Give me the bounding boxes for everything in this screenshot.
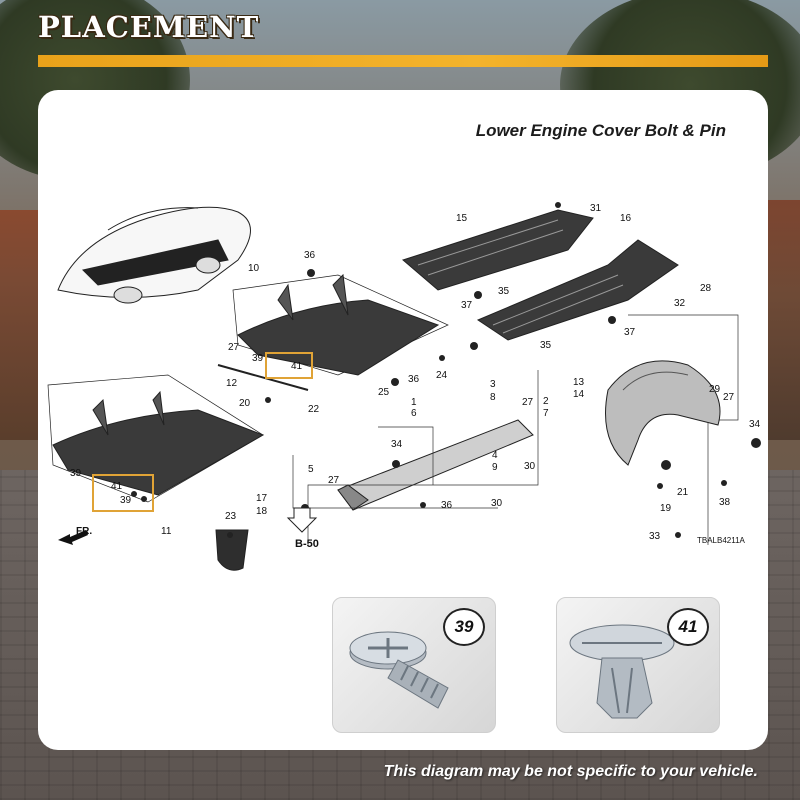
callout-2: 2: [543, 396, 549, 407]
reference-label: B-50: [295, 538, 319, 550]
group-bracket: [292, 314, 739, 545]
push-pin-icon: [569, 624, 675, 719]
callout-36: 36: [304, 250, 316, 261]
callout-27c: 27: [328, 475, 340, 486]
callout-11: 11: [161, 526, 172, 537]
callout-4: 4: [492, 450, 498, 461]
callout-40: 39: [252, 353, 264, 364]
disclaimer-note: This diagram may be not specific to your…: [383, 763, 758, 780]
diagram-code: TBALB4211A: [697, 536, 745, 545]
bolt-icon: [349, 631, 449, 709]
background-house: [0, 210, 40, 440]
callout-40b: 39: [70, 468, 82, 479]
callout-21: 21: [677, 487, 689, 498]
callout-26: 27: [228, 342, 240, 353]
callout-1: 1: [411, 397, 417, 408]
callout-16: 16: [620, 213, 632, 224]
parts-diagram: [47, 202, 761, 571]
callout-23: 23: [225, 511, 237, 522]
fender-liner: [605, 360, 721, 466]
callout-27b: 27: [723, 392, 735, 403]
callout-13: 13: [573, 377, 585, 388]
callout-7: 7: [543, 408, 549, 419]
part-number-badge: 39: [443, 608, 485, 646]
callout-30: 30: [524, 461, 536, 472]
callout-19: 19: [660, 503, 672, 514]
callout-36c: 36: [441, 500, 453, 511]
front-arrow-icon: [58, 530, 88, 545]
header-accent-bar: [38, 55, 768, 67]
callout-9: 9: [492, 462, 498, 473]
floor-cover-upper: [217, 273, 449, 391]
callout-31b: 32: [674, 298, 686, 309]
callout-6: 6: [411, 408, 417, 419]
callout-20: 20: [239, 398, 251, 409]
car-overview-illustration: [57, 206, 251, 304]
callout-12: 12: [226, 378, 238, 389]
part-thumbnail-41: 41: [556, 597, 720, 733]
callout-35b: 35: [540, 340, 552, 351]
callout-29: 29: [709, 384, 721, 395]
part-number-badge: 41: [667, 608, 709, 646]
callout-39: 39: [120, 495, 132, 506]
callout-5: 5: [308, 464, 314, 475]
callout-37: 37: [461, 300, 473, 311]
callout-24: 24: [436, 370, 448, 381]
part-thumbnail-39: 39: [332, 597, 496, 733]
callout-34: 34: [391, 439, 403, 450]
callout-36b: 36: [408, 374, 420, 385]
callout-27: 27: [522, 397, 534, 408]
callout-33: 34: [749, 419, 761, 430]
callout-15: 15: [456, 213, 468, 224]
diagram-panel: Lower Engine Cover Bolt & Pin: [38, 90, 768, 750]
callout-37b: 37: [624, 327, 636, 338]
highlight-box-upper: [265, 352, 313, 379]
mudflap: [215, 529, 249, 571]
side-sill-garnish: [337, 419, 534, 511]
reference-arrow-icon: [286, 507, 318, 533]
callout-32: 33: [649, 531, 661, 542]
background-house: [765, 200, 800, 440]
callout-30b: 30: [491, 498, 503, 509]
callout-22: 22: [308, 404, 320, 415]
callout-41: 41: [291, 361, 303, 372]
engine-cover-16: [476, 239, 679, 341]
callout-8: 8: [490, 392, 496, 403]
diagram-subtitle: Lower Engine Cover Bolt & Pin: [475, 121, 726, 140]
page-title: PLACEMENT: [38, 10, 260, 44]
callout-10: 10: [248, 263, 260, 274]
direction-label: FR.: [76, 526, 93, 537]
callout-14: 14: [573, 389, 585, 400]
callout-18: 18: [256, 506, 268, 517]
floor-cover-lower: [47, 374, 265, 503]
callout-3: 3: [490, 379, 496, 390]
callout-17: 17: [256, 493, 268, 504]
callout-25: 25: [378, 387, 390, 398]
engine-cover-15: [401, 209, 594, 291]
highlight-box-lower: [92, 474, 154, 512]
callout-28: 28: [700, 283, 712, 294]
callout-31: 31: [590, 203, 602, 214]
callout-35: 35: [498, 286, 510, 297]
callout-41b: 41: [111, 481, 123, 492]
callout-38: 38: [719, 497, 731, 508]
